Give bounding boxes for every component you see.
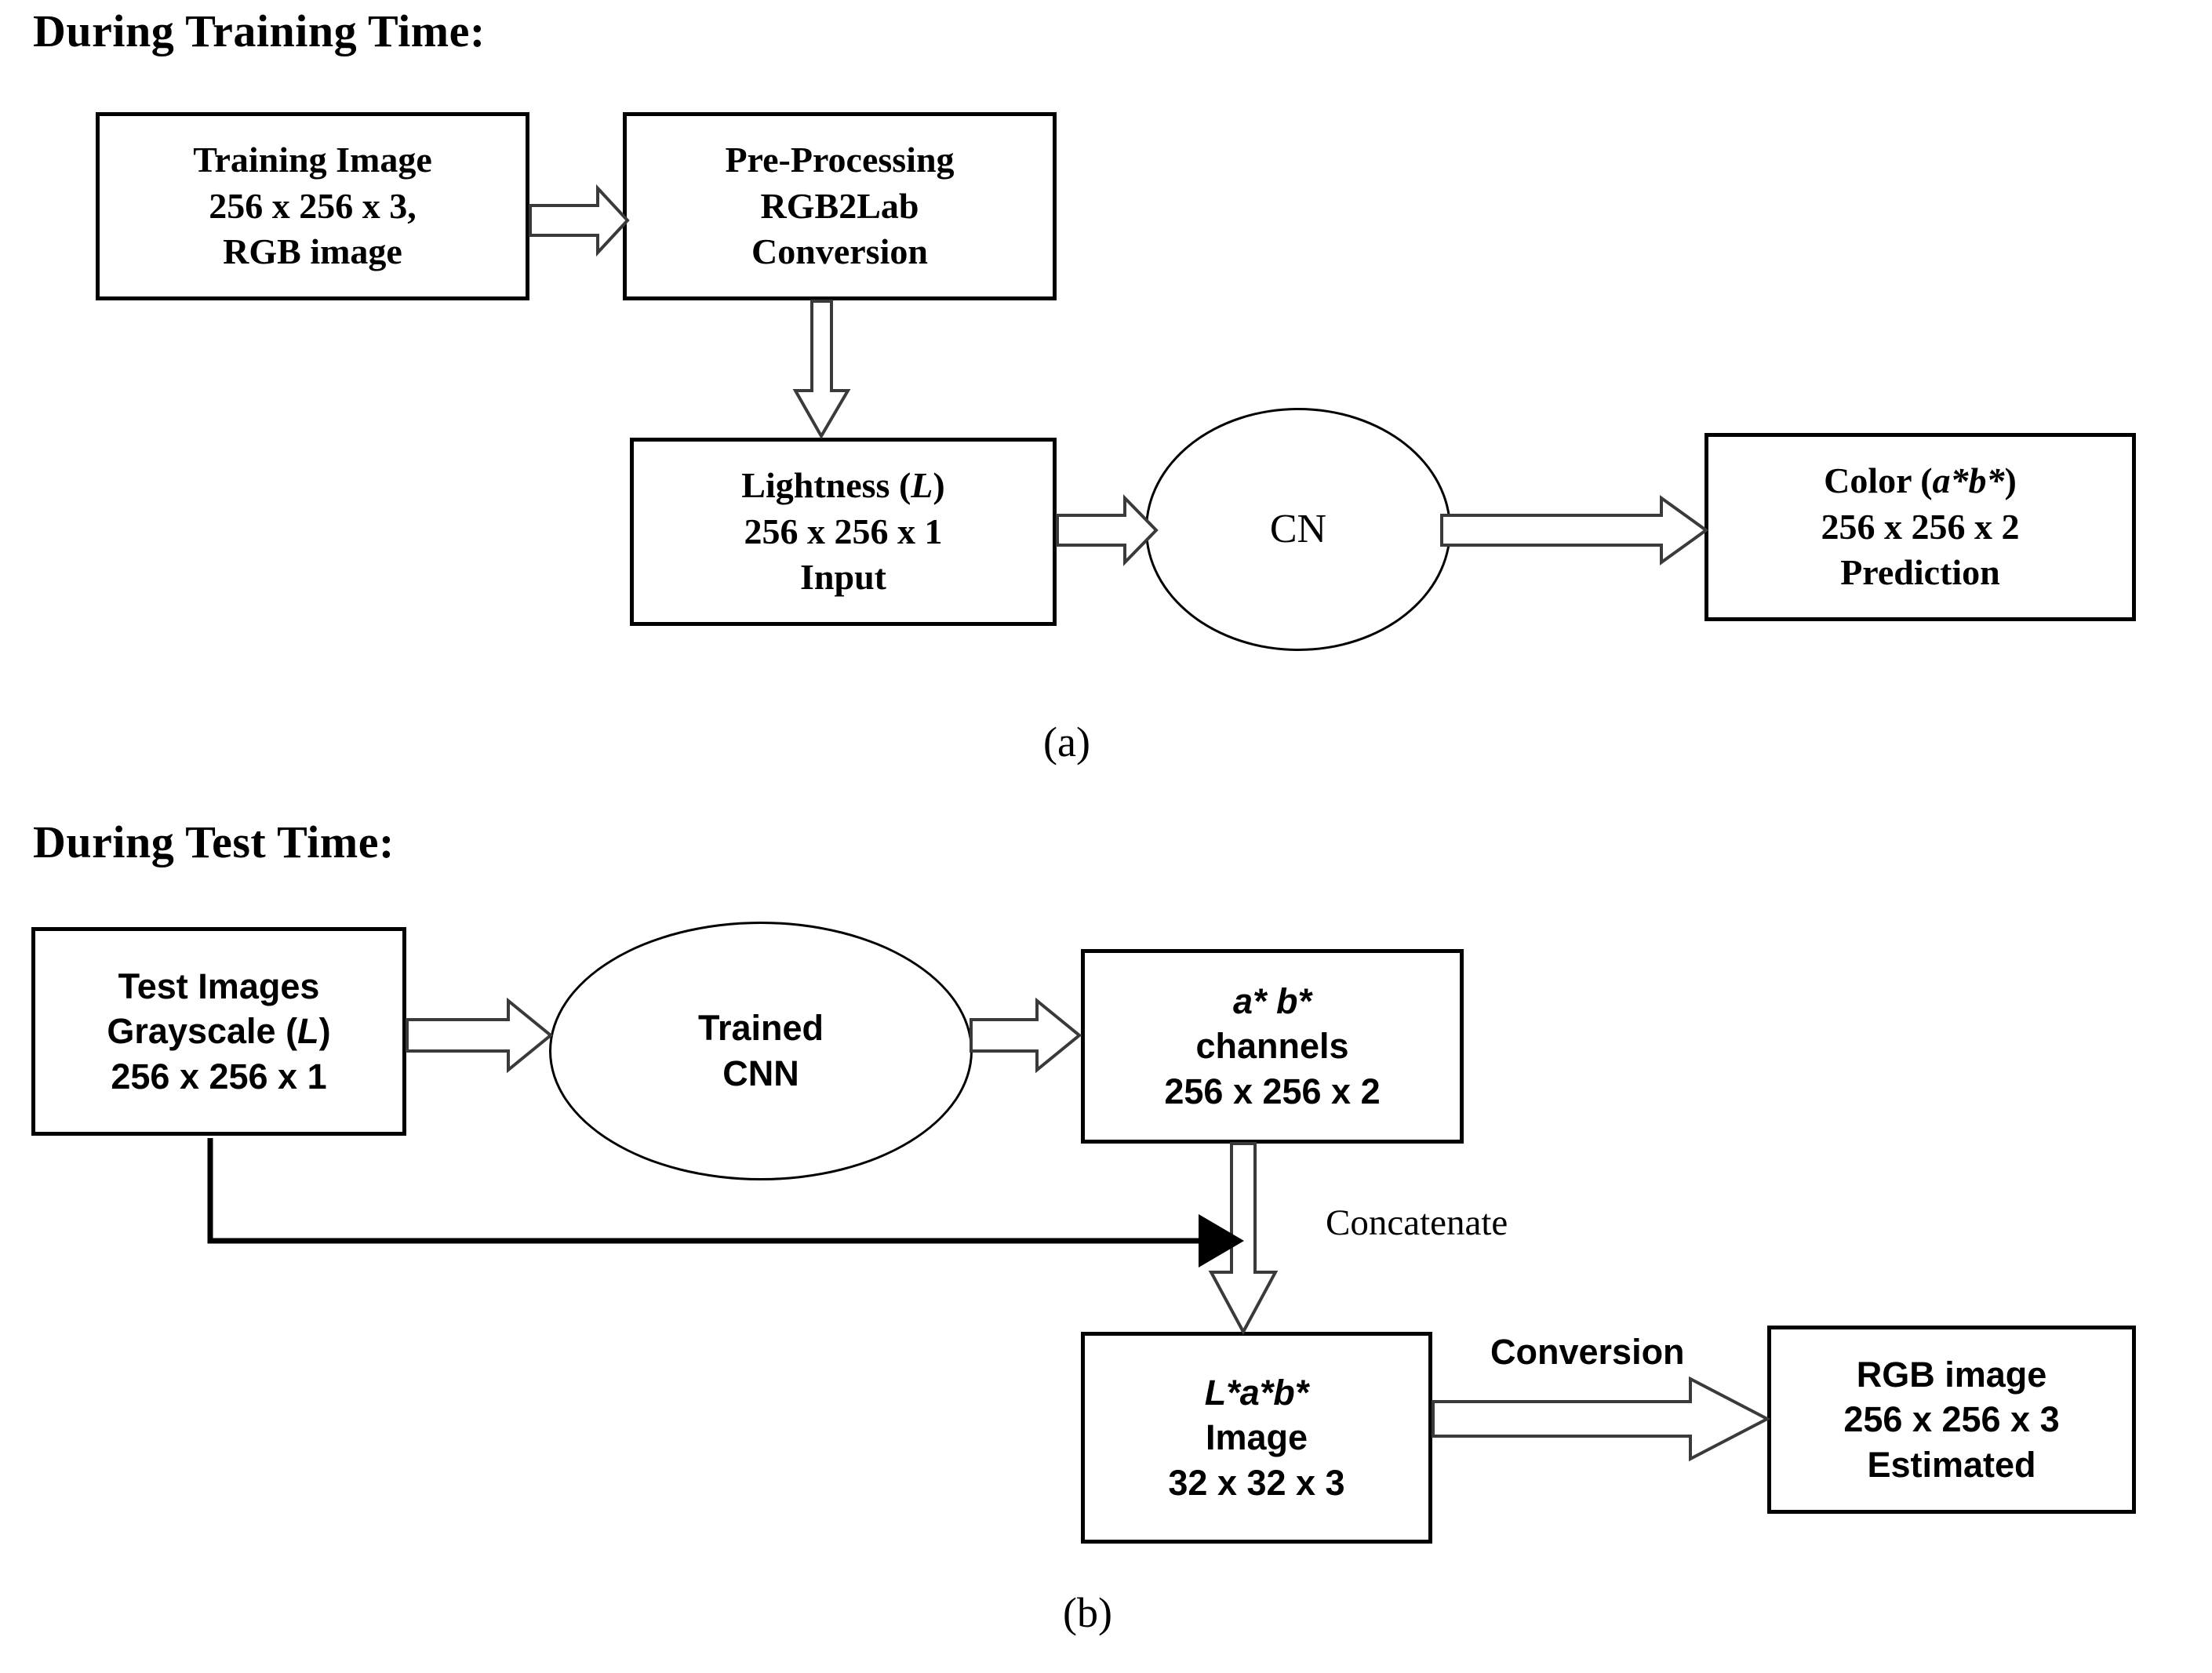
trained-cnn-line-2: CNN: [722, 1053, 799, 1093]
arrow-abchannels-to-labimage: [1208, 1142, 1279, 1336]
conversion-label: Conversion: [1490, 1332, 1685, 1372]
test-time-heading: During Test Time:: [33, 816, 395, 867]
node-color-prediction: Color (a*b*) 256 x 256 x 2 Prediction: [1704, 433, 2136, 621]
node-rgb-image: RGB image 256 x 256 x 3 Estimated: [1767, 1326, 2136, 1514]
ab-channels-line-3: 256 x 256 x 2: [1164, 1071, 1381, 1111]
node-pre-processing: Pre-Processing RGB2Lab Conversion: [623, 112, 1057, 300]
rgb-image-line-1: RGB image: [1856, 1354, 2047, 1395]
lightness-line-1: Lightness (L): [741, 464, 945, 505]
training-image-line-3: RGB image: [223, 231, 402, 272]
node-cn-network: CN: [1145, 408, 1451, 651]
node-lightness-input: Lightness (L) 256 x 256 x 1 Input: [630, 438, 1057, 626]
color-line-2: 256 x 256 x 2: [1821, 506, 2020, 547]
pre-processing-line-1: Pre-Processing: [725, 139, 955, 180]
rgb-image-line-2: 256 x 256 x 3: [1843, 1399, 2060, 1440]
lab-image-line-2: Image: [1205, 1417, 1308, 1458]
color-line-3: Prediction: [1840, 552, 2000, 593]
concatenate-label: Concatenate: [1326, 1202, 1508, 1243]
cn-label: CN: [1269, 507, 1327, 552]
node-ab-channels: a* b* channels 256 x 256 x 2: [1081, 949, 1464, 1144]
lightness-line-2: 256 x 256 x 1: [744, 511, 943, 551]
node-test-images: Test Images Grayscale (L) 256 x 256 x 1: [31, 927, 406, 1136]
training-image-line-1: Training Image: [193, 139, 432, 180]
arrow-cnn-to-abchannels: [970, 997, 1082, 1074]
caption-b: (b): [1063, 1589, 1112, 1636]
arrow-labimage-to-rgbimage: [1432, 1376, 1771, 1462]
node-lab-image: L*a*b* Image 32 x 32 x 3: [1081, 1332, 1432, 1544]
pre-processing-line-2: RGB2Lab: [760, 185, 919, 226]
arrow-preprocessing-to-lightness: [792, 300, 851, 439]
lab-image-line-3: 32 x 32 x 3: [1168, 1462, 1345, 1503]
test-images-line-2: Grayscale (L): [107, 1011, 331, 1052]
training-image-line-2: 256 x 256 x 3,: [209, 185, 417, 226]
lightness-line-3: Input: [800, 557, 886, 598]
test-images-line-1: Test Images: [118, 966, 320, 1006]
pre-processing-line-3: Conversion: [751, 231, 928, 272]
arrow-lightness-to-cn: [1056, 494, 1159, 566]
arrow-training-to-preprocessing: [529, 184, 630, 257]
trained-cnn-line-1: Trained: [697, 1007, 824, 1048]
test-images-line-3: 256 x 256 x 1: [111, 1056, 327, 1097]
color-line-1: Color (a*b*): [1824, 460, 2017, 500]
arrow-cn-to-color: [1440, 495, 1709, 566]
node-training-image: Training Image 256 x 256 x 3, RGB image: [96, 112, 529, 300]
concatenate-arrowhead: [1199, 1214, 1244, 1267]
arrow-testimages-to-cnn: [406, 997, 554, 1074]
lab-image-line-1: L*a*b*: [1204, 1372, 1309, 1413]
ab-channels-line-1: a* b*: [1232, 980, 1312, 1021]
rgb-image-line-3: Estimated: [1867, 1444, 2036, 1485]
ab-channels-line-2: channels: [1195, 1026, 1349, 1067]
node-trained-cnn: Trained CNN: [549, 922, 973, 1180]
caption-a: (a): [1043, 718, 1090, 766]
training-time-heading: During Training Time:: [33, 5, 486, 56]
